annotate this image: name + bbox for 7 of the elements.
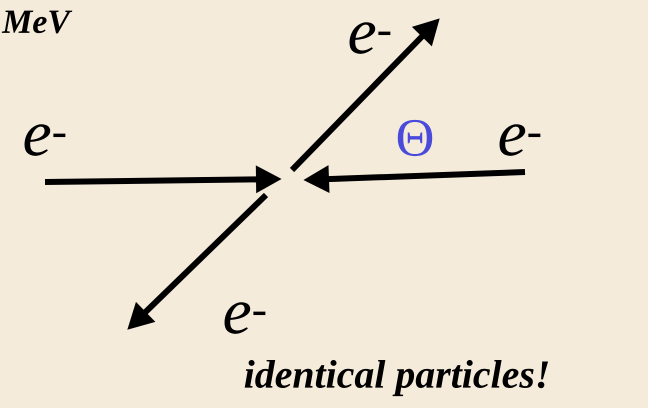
angle-label: Θ — [398, 120, 432, 156]
particle-label: e$^{-}$ — [350, 22, 390, 54]
particle-label: e$^{-}$ — [500, 124, 540, 156]
unit-label: MeV — [2, 10, 72, 34]
particle-label: e$^{-}$ — [224, 302, 266, 334]
particle-label: e$^{-}$ — [24, 124, 66, 156]
caption-text: identical particles! — [244, 360, 548, 396]
